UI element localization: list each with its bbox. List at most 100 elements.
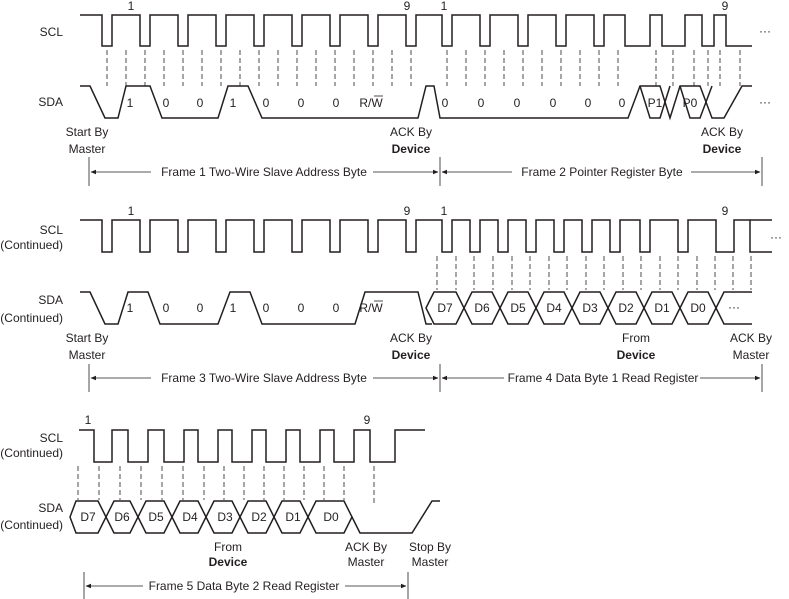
sda-bit-p1: P1 [648,96,663,110]
ack-note: Device [392,348,431,362]
continued-label: (Continued) [0,311,63,325]
data-bit-d7: D7 [80,510,96,524]
scl-waveform [79,429,425,463]
data-bit-d5: D5 [510,301,526,315]
sda-label: SDA [38,293,63,307]
continued-label: (Continued) [0,238,63,252]
scl-label: SCL [40,25,64,39]
data-bit-d5: D5 [148,510,164,524]
frame-label: Frame 5 Data Byte 2 Read Register [149,579,340,593]
data-bit-d3: D3 [582,301,598,315]
continued-label: (Continued) [0,446,63,460]
sda-bit-values: 1 0 0 1 0 0 0 R/W D7 D6 D5 D4 D3 D2 D1 D… [127,300,706,315]
sda-waveform [80,291,432,325]
data-bit-d2: D2 [251,510,267,524]
data-bit-d3: D3 [217,510,233,524]
sda-bit: 1 [127,301,134,315]
sda-bit: 0 [163,301,170,315]
ack-note: Device [392,142,431,156]
bit-number-1: 1 [128,0,135,13]
bit-number-9: 9 [404,204,411,218]
ack-note: Device [703,142,742,156]
frame-label: Frame 3 Two-Wire Slave Address Byte [161,371,367,385]
ack-note: ACK By [345,540,387,554]
panel-2: SCL (Continued) SDA (Continued) 1 9 1 9 … [0,204,782,392]
frame-label: Frame 1 Two-Wire Slave Address Byte [161,165,367,179]
sda-bit: 0 [333,96,340,110]
stop-note: Stop By [409,540,451,554]
sda-bit: 0 [197,301,204,315]
sda-label: SDA [38,95,63,109]
scl-waveform [80,14,752,47]
event-notes: From Device ACK By Master Stop By Master [209,540,451,569]
data-bit-d2: D2 [618,301,634,315]
ack-note: ACK By [701,125,743,139]
sda-bit: 0 [585,96,592,110]
bit-number-1: 1 [441,0,448,13]
sda-bit: 0 [514,96,521,110]
start-note: Start By [66,331,109,345]
frame-label: Frame 2 Pointer Register Byte [521,165,683,179]
ack-note: Master [348,555,385,569]
stop-note: Master [412,555,449,569]
data-bit-d7: D7 [437,301,453,315]
scl-waveform [80,219,772,253]
bit-number-1: 1 [85,413,92,427]
frame-span-markers [88,157,763,186]
from-device-note: From [622,331,650,345]
ack-note: Master [733,348,770,362]
data-bit-d0: D0 [690,301,706,315]
scl-label: SCL [40,223,64,237]
sda-bit-values: D7 D6 D5 D4 D3 D2 D1 D0 [80,510,339,524]
panel-3: SCL (Continued) SDA (Continued) 1 9 [0,413,451,599]
ack-note: ACK By [390,125,432,139]
data-bit-d4: D4 [546,301,562,315]
sda-bit: 0 [197,96,204,110]
sda-bit: 0 [550,96,557,110]
frame-label: Frame 4 Data Byte 1 Read Register [508,371,699,385]
sda-bit: 1 [127,96,134,110]
data-bit-d4: D4 [182,510,198,524]
data-bit-d6: D6 [114,510,130,524]
event-notes: Start By Master ACK By Device From Devic… [66,331,772,362]
sda-bit-values: 1 0 0 1 0 0 0 R/W 0 0 0 0 0 0 P1 P0 [127,95,698,110]
data-eye-chain [69,500,440,534]
from-device-note: Device [209,555,248,569]
ack-note: ACK By [390,331,432,345]
scl-sda-guides [106,50,741,86]
sda-bit: 0 [263,301,270,315]
start-note: Master [69,348,106,362]
event-notes: Start By Master ACK By Device ACK By Dev… [66,125,743,156]
bit-number-1: 1 [128,204,135,218]
bit-number-1: 1 [441,204,448,218]
scl-sda-guides [436,256,752,290]
continuation-ellipsis: ··· [759,95,771,109]
continuation-ellipsis: ··· [728,300,740,314]
data-bit-d6: D6 [474,301,490,315]
sda-waveform [639,85,671,119]
from-device-note: From [214,540,242,554]
sda-bit: 0 [298,96,305,110]
sda-bit: 1 [230,301,237,315]
sda-bit: 0 [263,96,270,110]
bit-number-9: 9 [404,0,411,13]
data-bit-d0: D0 [323,510,339,524]
sda-waveform [80,85,752,121]
frame-span-markers [83,572,409,599]
frame-span-markers [88,364,763,392]
bit-number-9: 9 [722,204,729,218]
read-write-bit: R/W [359,96,383,110]
sda-bit: 0 [298,301,305,315]
data-eye-chain [425,291,752,325]
scl-label: SCL [40,431,64,445]
from-device-note: Device [617,348,656,362]
panel-1: SCL SDA 1 9 1 9 ··· [38,0,771,186]
sda-bit: 0 [333,301,340,315]
ack-note: ACK By [730,331,772,345]
sda-bit: 0 [442,96,449,110]
sda-bit-p0: P0 [683,96,698,110]
read-write-bit: R/W [359,301,383,315]
sda-waveform [679,85,713,119]
sda-bit: 1 [230,96,237,110]
